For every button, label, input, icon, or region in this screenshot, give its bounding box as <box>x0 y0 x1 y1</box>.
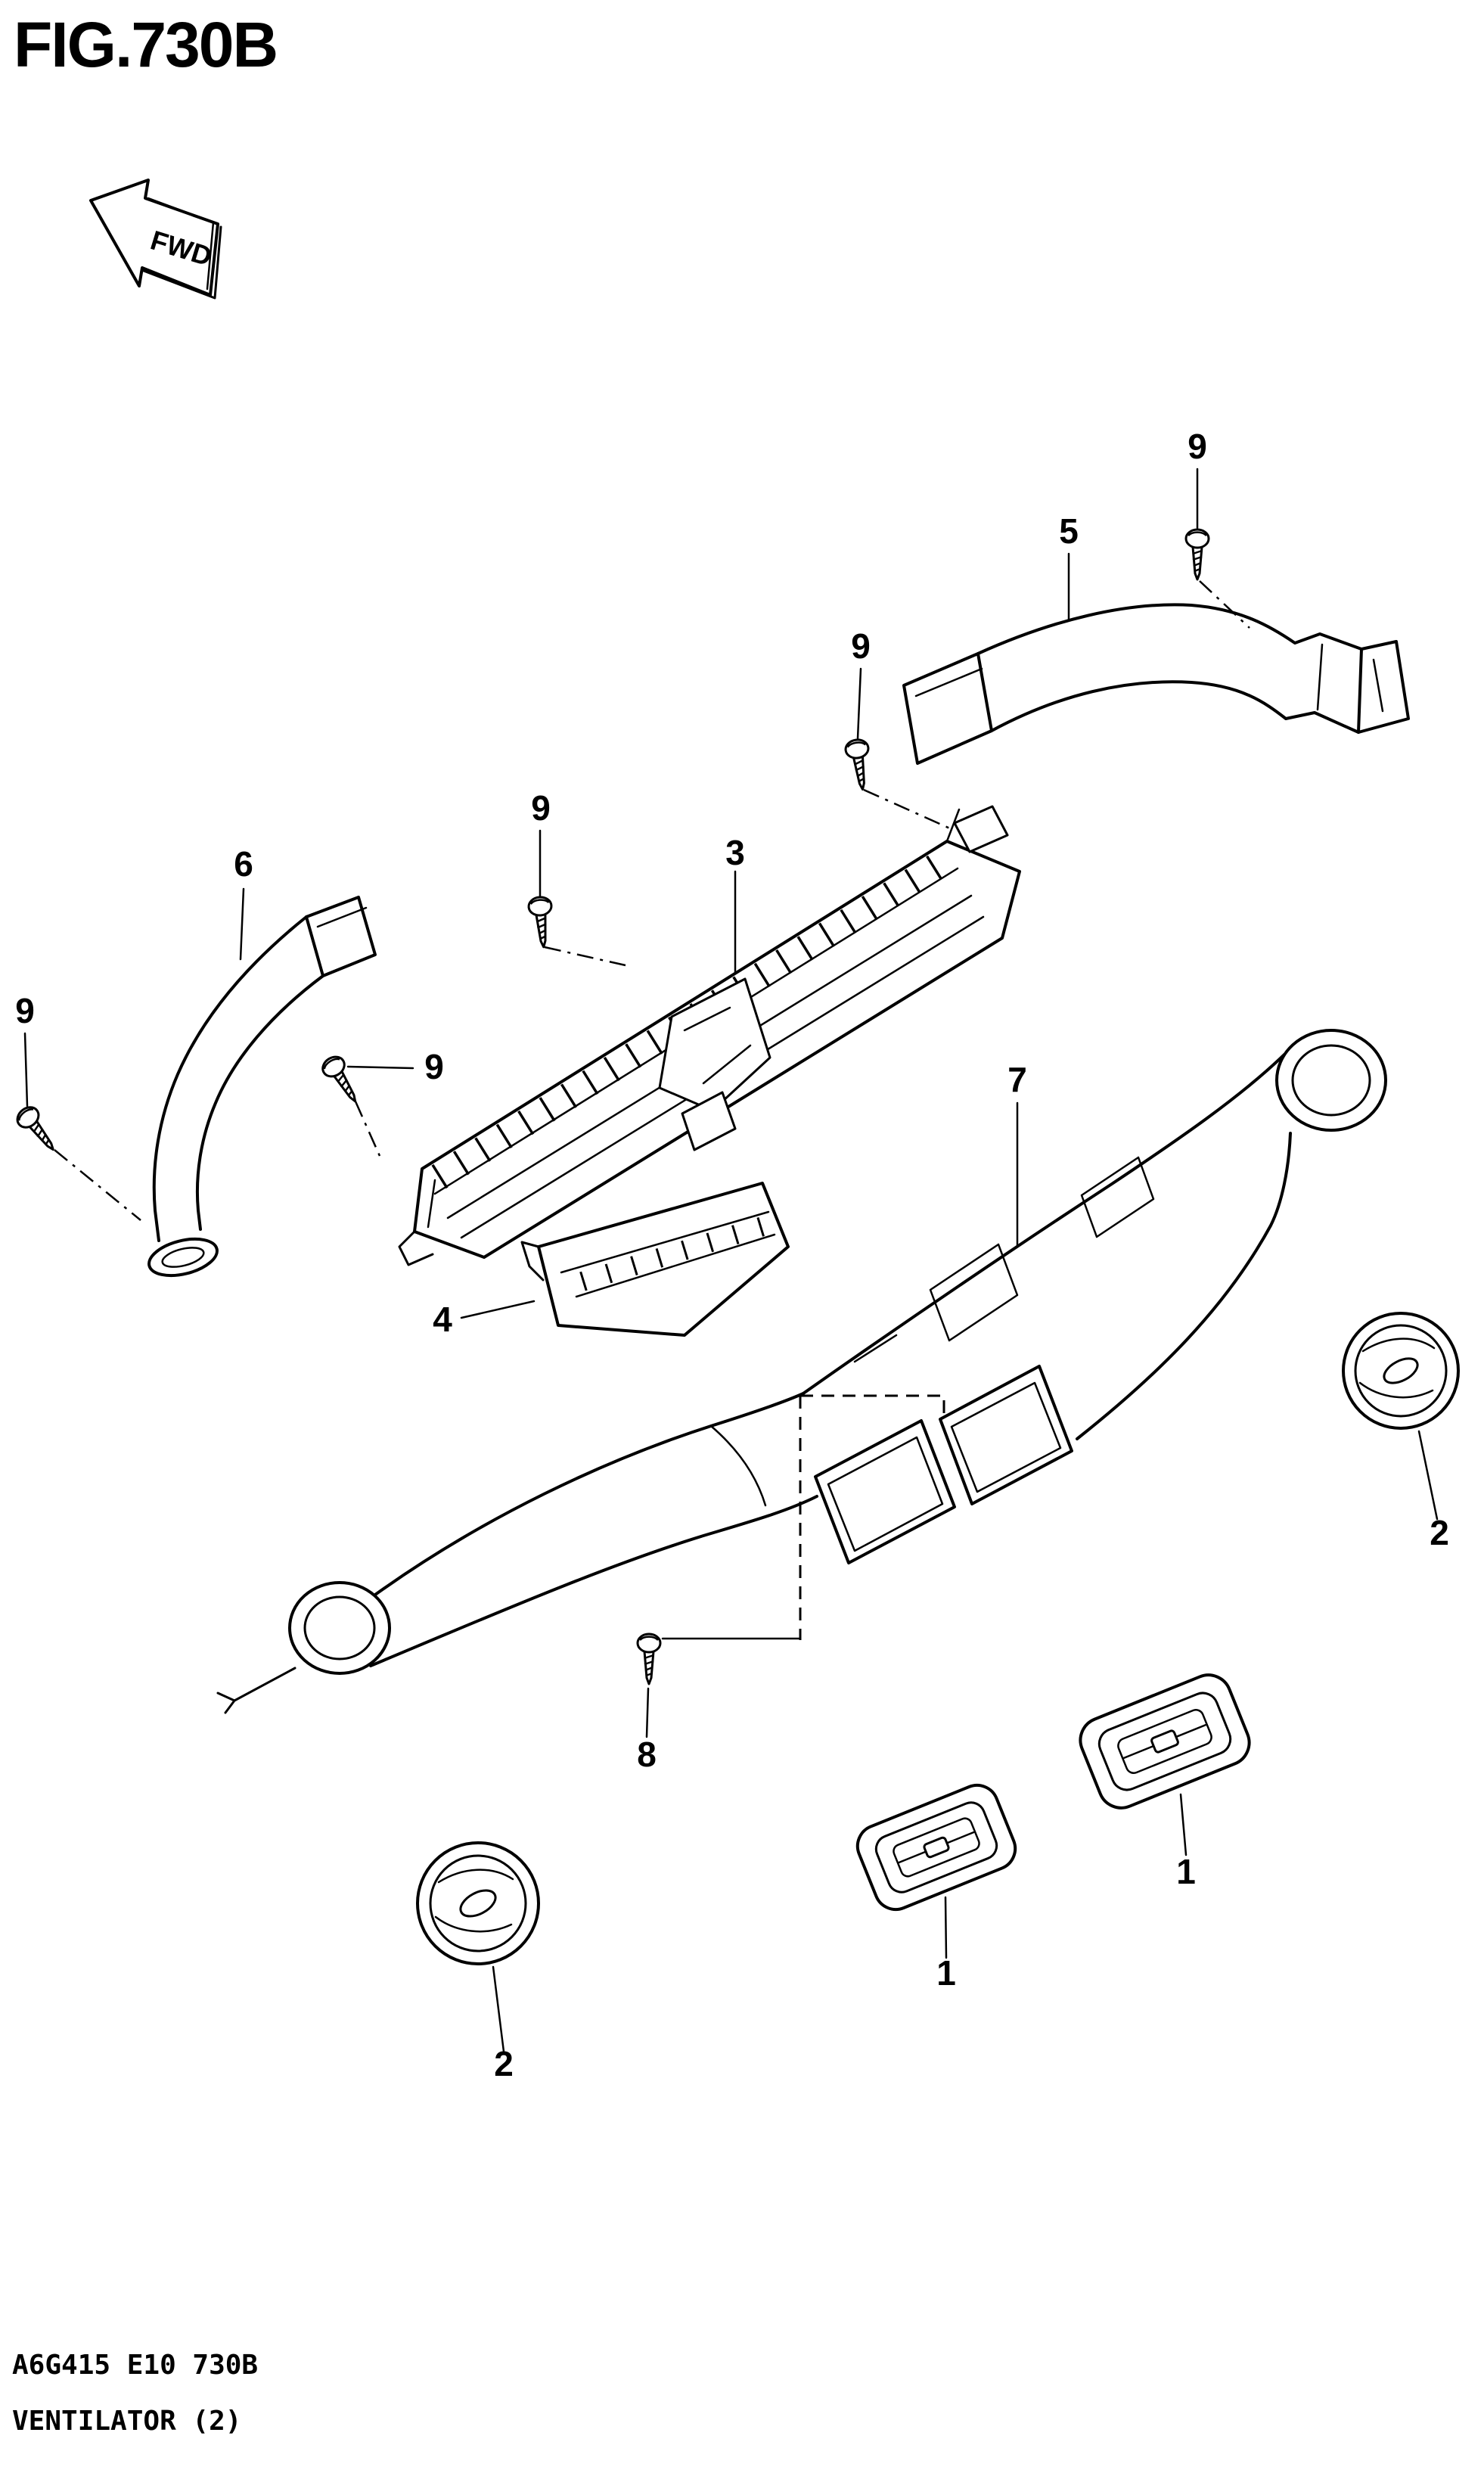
louver-4-drawing <box>520 1182 790 1337</box>
callout-screw-far-left: 9 <box>15 991 35 1030</box>
leader-lines <box>239 552 1439 2053</box>
screw-9-top-right <box>1184 468 1250 629</box>
rect-vent-right-drawing <box>1079 1673 1251 1810</box>
screw-8 <box>636 1633 800 1738</box>
callout-screw-top-right: 9 <box>1188 427 1207 466</box>
screw-9-mid-left <box>318 1052 414 1157</box>
round-vent-left-drawing <box>416 1841 540 1965</box>
callout-duct-6: 6 <box>234 844 253 884</box>
screw-9-far-left <box>12 1032 141 1221</box>
callout-duct-7: 7 <box>1007 1060 1027 1099</box>
callout-vent-1-center: 1 <box>936 1953 956 1993</box>
duct-7-drawing <box>216 1029 1387 1714</box>
screw-9-upper-center <box>843 667 952 831</box>
callout-vent-1-right: 1 <box>1176 1852 1196 1891</box>
callout-screw-upper-center: 9 <box>851 626 871 666</box>
footer-catalog-code: A6G415 E10 730B <box>12 2350 258 2381</box>
callout-duct-3: 3 <box>725 833 745 872</box>
duct-6-drawing <box>147 896 377 1278</box>
callout-louver-4: 4 <box>433 1300 452 1339</box>
duct-5-drawing <box>902 603 1410 765</box>
figure-title: FIG.730B <box>14 9 277 80</box>
footer-figure-title: VENTILATOR (2) <box>12 2406 241 2437</box>
fwd-arrow: FWD <box>89 179 222 300</box>
callout-screw-center-left: 9 <box>531 788 551 828</box>
duct-3-drawing <box>398 805 1021 1266</box>
screw-9-center-left <box>526 829 626 967</box>
round-vent-right-drawing <box>1342 1312 1460 1430</box>
callout-vent-2-right: 2 <box>1430 1513 1449 1552</box>
callout-vent-2-left: 2 <box>494 2044 514 2083</box>
callout-duct-5: 5 <box>1059 511 1079 551</box>
callout-screw-8: 8 <box>637 1735 657 1774</box>
rect-vent-center-drawing <box>855 1783 1017 1912</box>
callout-screw-mid-left: 9 <box>424 1047 444 1086</box>
